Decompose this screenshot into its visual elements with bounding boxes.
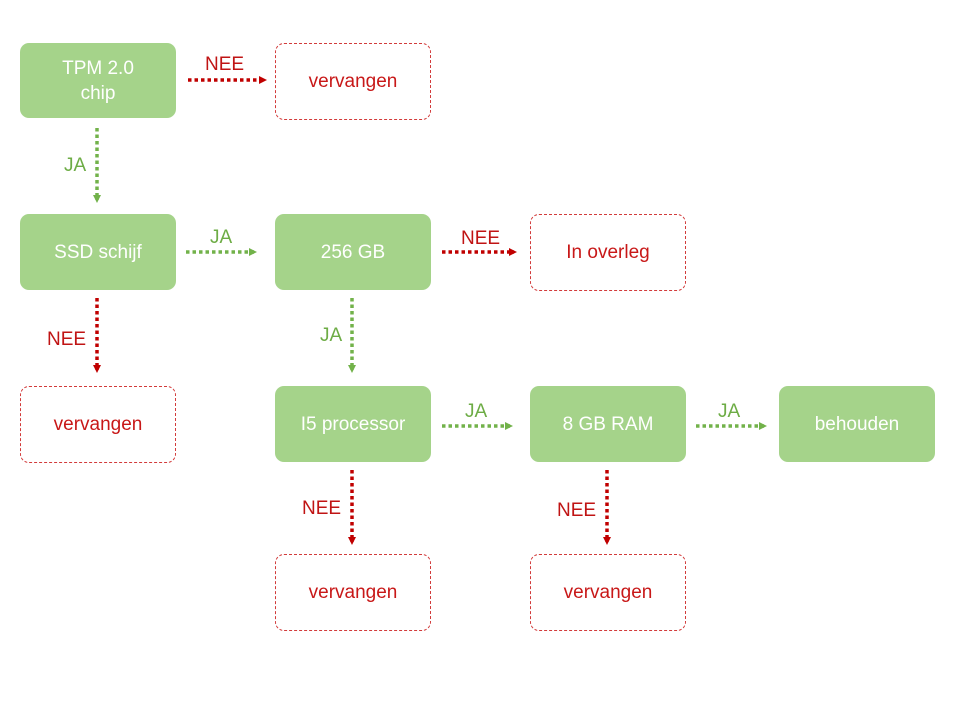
label-ssd-yes: JA <box>210 227 233 248</box>
node-256gb: 256 GB <box>275 214 431 290</box>
label-i5-yes: JA <box>465 401 488 422</box>
label-ssd-no: NEE <box>47 329 87 350</box>
node-replace-ram: vervangen <box>530 554 686 631</box>
node-replace-tpm: vervangen <box>275 43 431 120</box>
node-replace-i5: vervangen <box>275 554 431 631</box>
label-256gb-yes: JA <box>320 325 343 346</box>
node-consult: In overleg <box>530 214 686 291</box>
node-8gb-ram: 8 GB RAM <box>530 386 686 462</box>
label-256gb-no: NEE <box>461 228 501 249</box>
label-tpm-yes: JA <box>64 155 87 176</box>
label-i5-no: NEE <box>302 498 342 519</box>
node-ssd-drive: SSD schijf <box>20 214 176 290</box>
node-tpm-chip: TPM 2.0 chip <box>20 43 176 118</box>
label-ram-no: NEE <box>557 500 597 521</box>
node-keep: behouden <box>779 386 935 462</box>
node-i5-processor: I5 processor <box>275 386 431 462</box>
label-ram-yes: JA <box>718 401 741 422</box>
node-replace-ssd: vervangen <box>20 386 176 463</box>
label-tpm-no: NEE <box>205 54 245 75</box>
